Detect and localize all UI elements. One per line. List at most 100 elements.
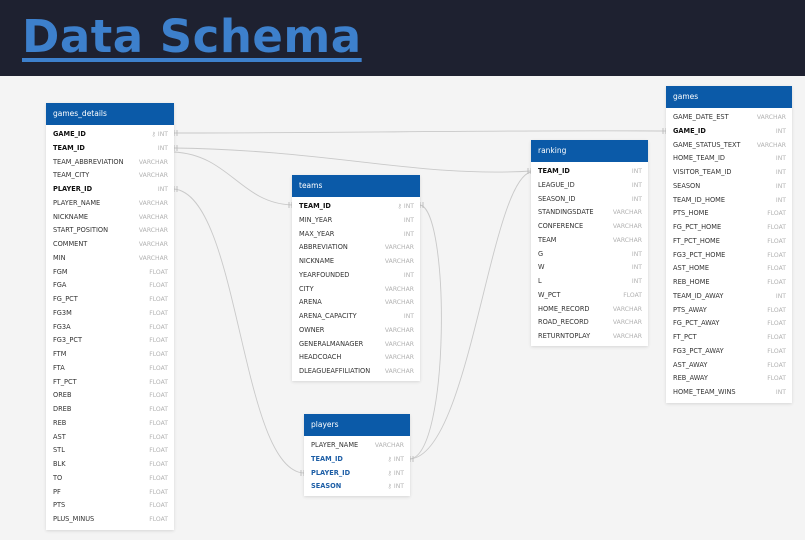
column-type-label: INT xyxy=(631,168,642,175)
column-row[interactable]: SEASON⚷INT xyxy=(304,480,410,494)
column-name: FG3_PCT_HOME xyxy=(673,250,726,259)
column-type: VARCHAR xyxy=(375,439,404,453)
column-type-label: FLOAT xyxy=(149,461,168,468)
column-row[interactable]: GAME_ID⚷INT xyxy=(46,128,174,142)
column-type: FLOAT xyxy=(149,403,168,417)
column-name: GAME_ID xyxy=(53,130,86,138)
table-header-teams: teams xyxy=(292,175,420,197)
column-row[interactable]: TEAM_ID⚷INT xyxy=(304,453,410,467)
column-name: ARENA_CAPACITY xyxy=(299,312,357,320)
column-name: PLAYER_ID xyxy=(311,468,351,477)
column-row[interactable]: PLAYER_ID⚷INT xyxy=(304,467,410,481)
column-type-label: VARCHAR xyxy=(612,209,642,217)
column-name: TEAM_ID xyxy=(311,454,343,463)
column-name: FG3_PCT xyxy=(53,336,83,345)
column-row[interactable]: TEAM_ID⚷INT xyxy=(292,200,420,214)
column-type-label: FLOAT xyxy=(767,334,786,341)
column-type: FLOAT xyxy=(767,359,786,373)
